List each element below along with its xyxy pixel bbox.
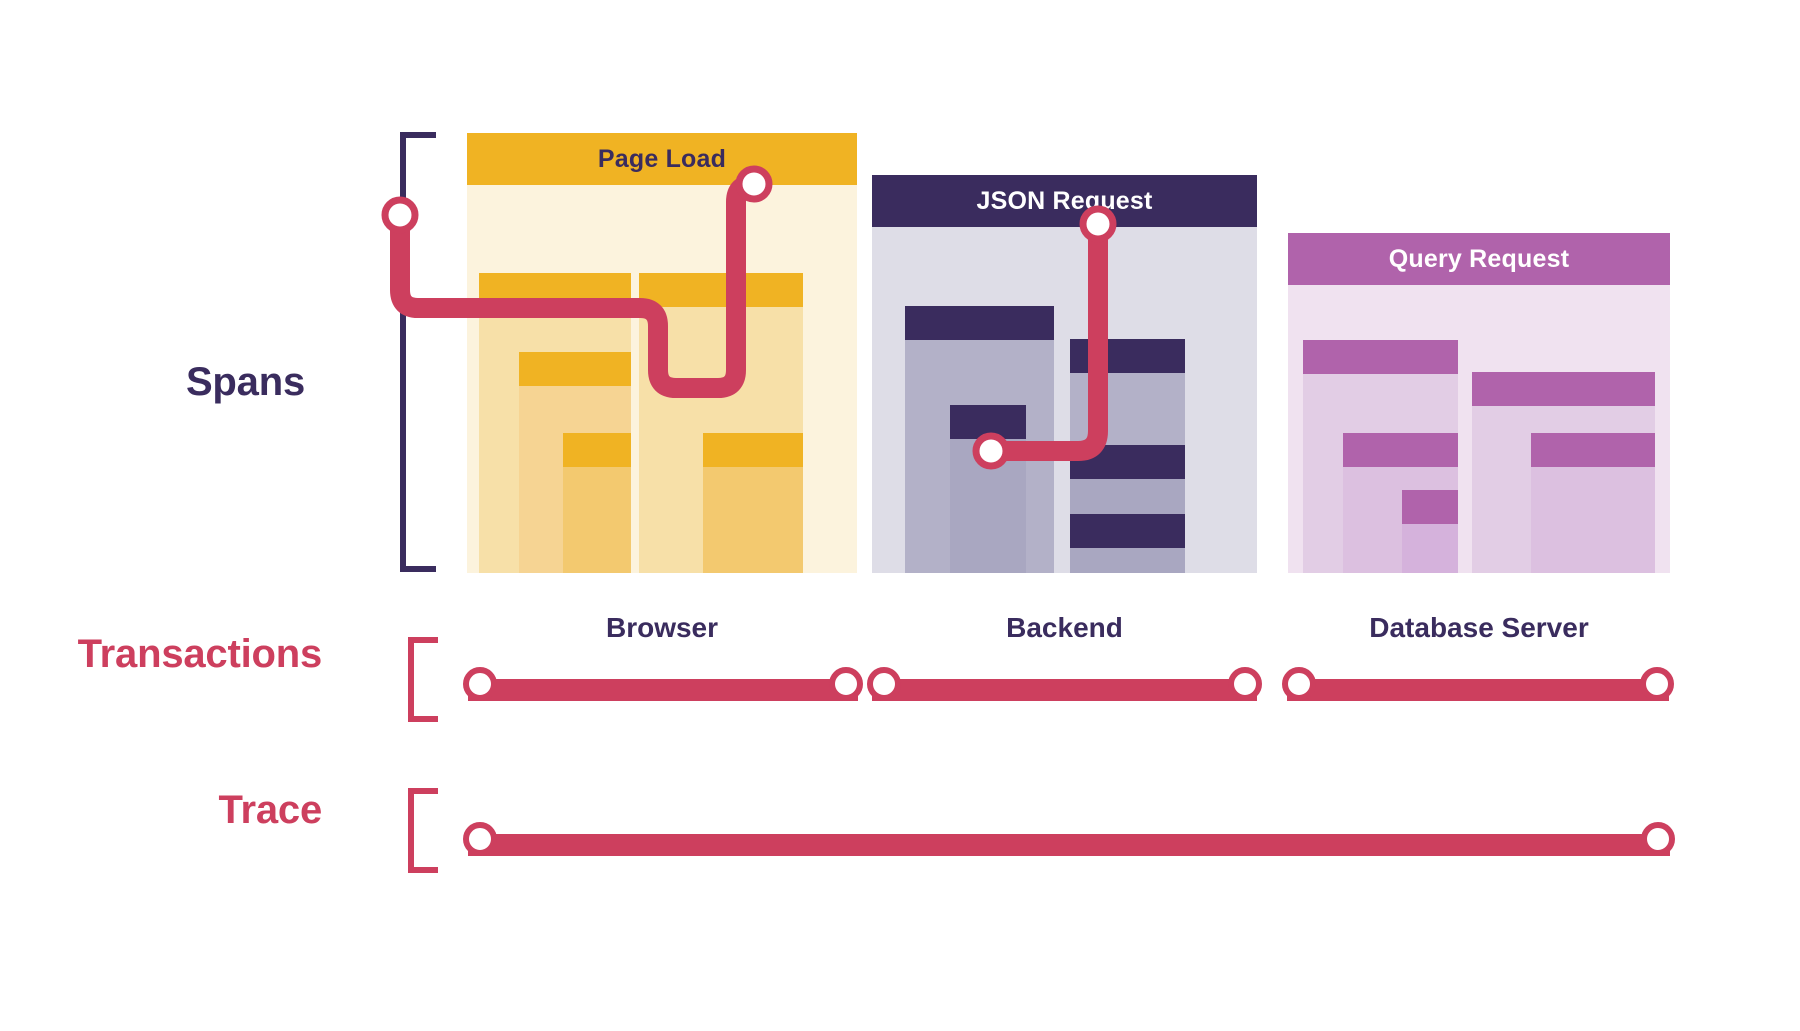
transaction-header-page-load[interactable]: Page Load xyxy=(467,133,857,185)
row-label-trace: Trace xyxy=(218,788,322,832)
transaction-timeline-database[interactable] xyxy=(1282,667,1674,701)
service-column-browser: Page Load xyxy=(467,133,857,573)
timeline-node-start[interactable] xyxy=(867,667,901,701)
span-bar-child-span-b[interactable] xyxy=(703,433,803,573)
timeline-node-start[interactable] xyxy=(463,667,497,701)
service-column-database: Query Request xyxy=(1288,233,1670,573)
span-cap xyxy=(563,433,631,467)
timeline-node-end[interactable] xyxy=(1641,822,1675,856)
trace-timeline[interactable] xyxy=(463,822,1675,856)
service-caption-browser: Browser xyxy=(605,612,719,643)
timeline-node-end[interactable] xyxy=(1640,667,1674,701)
timeline-track xyxy=(872,679,1257,701)
timeline-track xyxy=(1287,679,1669,701)
span-cap xyxy=(519,352,631,386)
service-body-backend xyxy=(872,227,1257,573)
service-body-browser xyxy=(467,185,857,573)
span-cap xyxy=(1472,372,1655,406)
service-caption-database: Database Server xyxy=(1369,612,1589,643)
row-label-spans: Spans xyxy=(185,360,305,404)
transaction-header-query-request[interactable]: Query Request xyxy=(1288,233,1670,285)
span-cap xyxy=(905,306,1054,340)
transaction-header-json-request[interactable]: JSON Request xyxy=(872,175,1257,227)
transaction-timeline-browser[interactable] xyxy=(463,667,863,701)
span-bar-child-span-a2[interactable] xyxy=(563,433,631,573)
timeline-node-end[interactable] xyxy=(829,667,863,701)
service-column-backend: JSON Request xyxy=(872,175,1257,573)
span-cap xyxy=(639,273,803,307)
span-bar-db-call-span[interactable] xyxy=(1070,514,1185,573)
bracket-transactions xyxy=(408,637,438,722)
timeline-track xyxy=(468,834,1670,856)
span-cap xyxy=(479,273,631,307)
span-bar-handler-child[interactable] xyxy=(950,405,1026,573)
span-cap xyxy=(1303,340,1458,374)
row-label-transactions: Transactions xyxy=(77,632,323,676)
span-cap xyxy=(1402,490,1458,524)
service-body-database xyxy=(1288,285,1670,573)
timeline-node-end[interactable] xyxy=(1228,667,1262,701)
service-caption-backend: Backend xyxy=(1006,612,1123,643)
span-cap xyxy=(1070,445,1185,479)
transaction-timeline-backend[interactable] xyxy=(867,667,1262,701)
span-bar-query-child-b[interactable] xyxy=(1531,433,1655,573)
span-cap xyxy=(1531,433,1655,467)
span-bar-query-child-a2[interactable] xyxy=(1402,490,1458,573)
timeline-node-start[interactable] xyxy=(463,822,497,856)
bracket-spans xyxy=(400,132,436,572)
span-cap xyxy=(703,433,803,467)
timeline-node-start[interactable] xyxy=(1282,667,1316,701)
span-cap xyxy=(1343,433,1458,467)
span-cap xyxy=(1070,339,1185,373)
timeline-track xyxy=(468,679,858,701)
span-cap xyxy=(1070,514,1185,548)
bracket-trace xyxy=(408,788,438,873)
span-cap xyxy=(950,405,1026,439)
